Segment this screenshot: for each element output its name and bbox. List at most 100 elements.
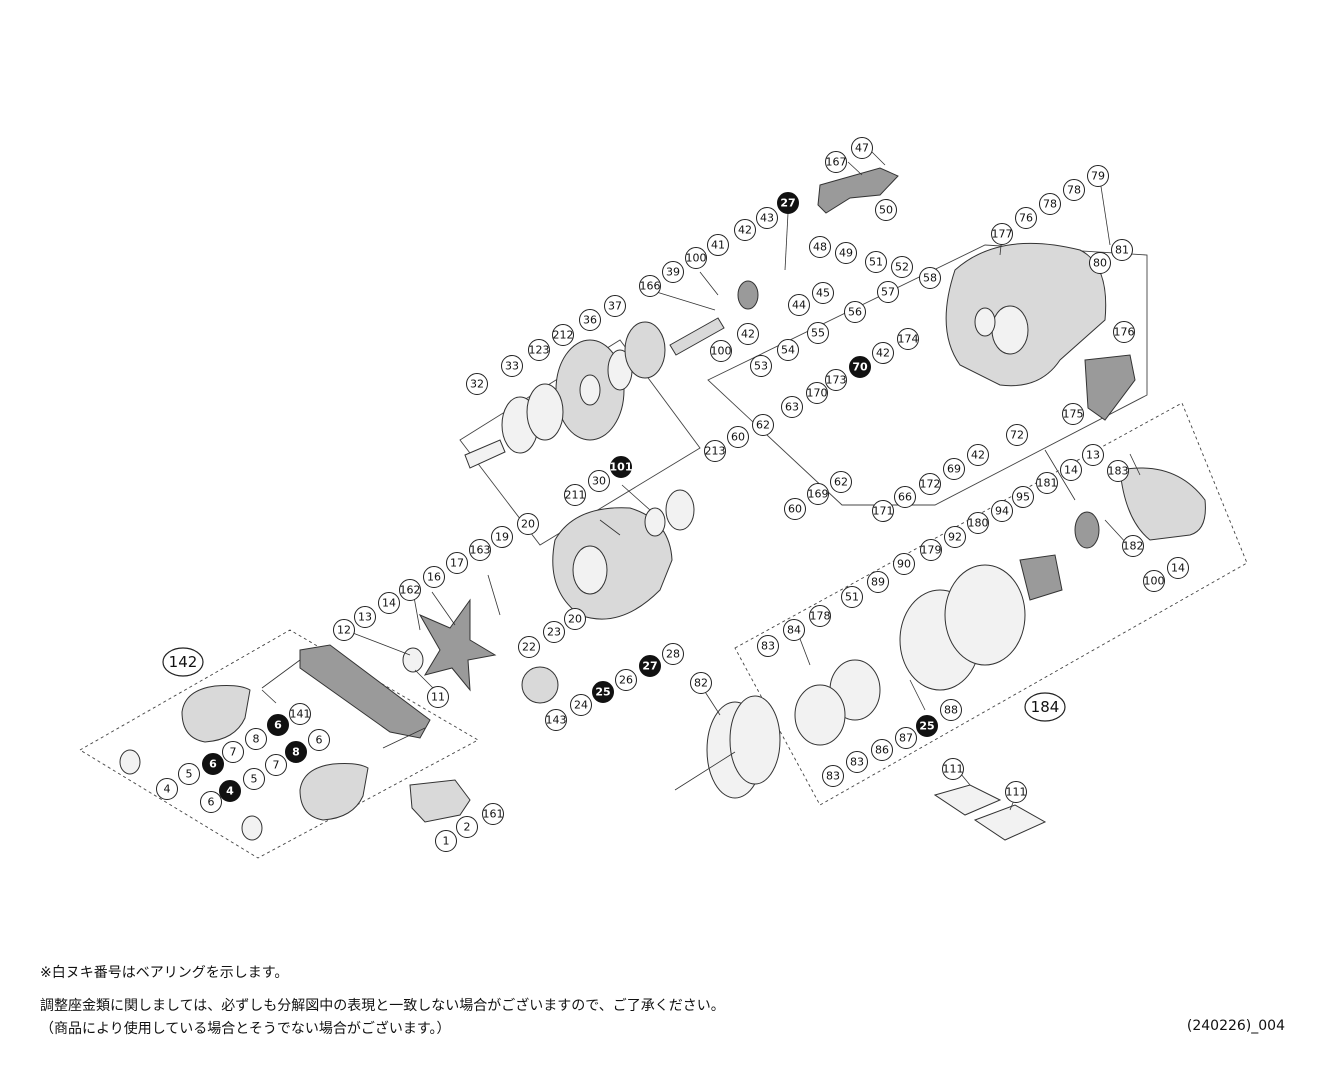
part-number-label: 163	[470, 544, 491, 557]
part-callout-circle	[734, 219, 756, 241]
part-callout-circle	[564, 484, 586, 506]
spool-shaft-part	[674, 751, 736, 791]
sideplate-ring-part-2	[944, 564, 1026, 666]
part-number-label: 25	[595, 686, 610, 699]
part-callout-circle	[807, 483, 829, 505]
part-callout-circle	[267, 714, 289, 736]
part-number-label: 8	[253, 733, 260, 746]
part-callout-circle	[750, 355, 772, 377]
part-callout-circle	[783, 619, 805, 641]
side-cover-183-part	[1119, 467, 1206, 541]
brake-housing-part	[794, 684, 846, 746]
part-number-label: 20	[568, 613, 582, 626]
part-callout-circle	[806, 382, 828, 404]
part-number-label: 89	[871, 576, 885, 589]
clip-111-part-2	[973, 804, 1047, 841]
part-callout-circle	[871, 739, 893, 761]
part-callout-circle	[354, 606, 376, 628]
part-callout-circle	[1039, 193, 1061, 215]
part-number-label: 167	[826, 156, 847, 169]
part-callout-circle	[423, 566, 445, 588]
part-number-label: 37	[608, 300, 622, 313]
part-callout-circle	[552, 324, 574, 346]
part-number-label: 36	[583, 314, 597, 327]
part-number-label: 22	[522, 641, 536, 654]
part-callout-circle	[940, 699, 962, 721]
part-callout-circle	[895, 727, 917, 749]
part-callout-circle	[967, 512, 989, 534]
part-number-label: 16	[427, 571, 441, 584]
part-number-label: 181	[1037, 477, 1058, 490]
part-number-label: 101	[610, 461, 633, 474]
part-callout-circle	[919, 267, 941, 289]
part-callout-circle	[1111, 239, 1133, 261]
part-callout-circle	[707, 234, 729, 256]
part-number-label: 6	[316, 734, 323, 747]
part-number-label: 47	[855, 142, 869, 155]
part-callout-circle	[615, 669, 637, 691]
part-number-label: 84	[787, 624, 801, 637]
part-number-label: 175	[1063, 408, 1084, 421]
part-callout-circle	[872, 342, 894, 364]
part-number-label: 171	[873, 505, 894, 518]
part-callout-circle	[830, 471, 852, 493]
part-callout-circle	[809, 605, 831, 627]
sideplate-assembly-box	[734, 402, 1248, 806]
part-number-label: 42	[876, 347, 890, 360]
part-callout-circle	[1012, 486, 1034, 508]
part-callout-circle	[308, 729, 330, 751]
part-callout-circle	[825, 151, 847, 173]
part-number-label: 25	[919, 720, 934, 733]
part-callout-circle	[991, 223, 1013, 245]
part-number-label: 6	[274, 719, 282, 732]
part-callout-circle	[685, 247, 707, 269]
part-callout-circle	[1167, 557, 1189, 579]
part-callout-circle	[812, 282, 834, 304]
cast-control-cap-part	[521, 666, 559, 704]
part-callout-circle	[592, 681, 614, 703]
part-number-label: 174	[898, 333, 919, 346]
group-callout-circle	[1024, 692, 1066, 722]
star-drag-part	[418, 598, 497, 692]
part-number-label: 178	[810, 610, 831, 623]
frame-group-box	[707, 244, 1148, 506]
part-number-label: 27	[642, 660, 657, 673]
part-callout-circle	[737, 323, 759, 345]
part-callout-circle	[865, 251, 887, 273]
part-number-label: 87	[899, 732, 913, 745]
part-number-label: 211	[565, 489, 586, 502]
part-number-label: 70	[852, 361, 868, 374]
part-callout-circle	[777, 339, 799, 361]
part-number-label: 213	[705, 445, 726, 458]
part-callout-circle	[841, 586, 863, 608]
part-callout-circle	[543, 621, 565, 643]
part-callout-circle	[920, 539, 942, 561]
frame-body-part	[945, 242, 1107, 387]
part-callout-circle	[570, 694, 592, 716]
part-number-label: 11	[431, 691, 445, 704]
part-number-label: 60	[788, 503, 802, 516]
part-callout-circle	[610, 456, 632, 478]
part-number-label: 6	[208, 796, 215, 809]
part-number-label: 62	[834, 476, 848, 489]
part-callout-circle	[1122, 535, 1144, 557]
part-number-label: 23	[547, 626, 561, 639]
part-number-label: 1	[443, 835, 450, 848]
part-number-label: 48	[813, 241, 827, 254]
part-callout-circle	[1113, 321, 1135, 343]
part-number-label: 42	[738, 224, 752, 237]
part-number-label: 78	[1067, 184, 1081, 197]
part-number-label: 7	[230, 746, 237, 759]
part-number-label: 27	[780, 197, 795, 210]
part-number-label: 100	[1144, 575, 1165, 588]
part-callout-circle	[456, 816, 478, 838]
group-callout-circle	[162, 647, 204, 677]
part-callout-circle	[178, 763, 200, 785]
part-number-label: 90	[897, 558, 911, 571]
part-callout-circle	[466, 373, 488, 395]
part-number-label: 62	[756, 419, 770, 432]
part-callout-circle	[1087, 165, 1109, 187]
part-number-label: 179	[921, 544, 942, 557]
part-number-label: 56	[848, 306, 862, 319]
